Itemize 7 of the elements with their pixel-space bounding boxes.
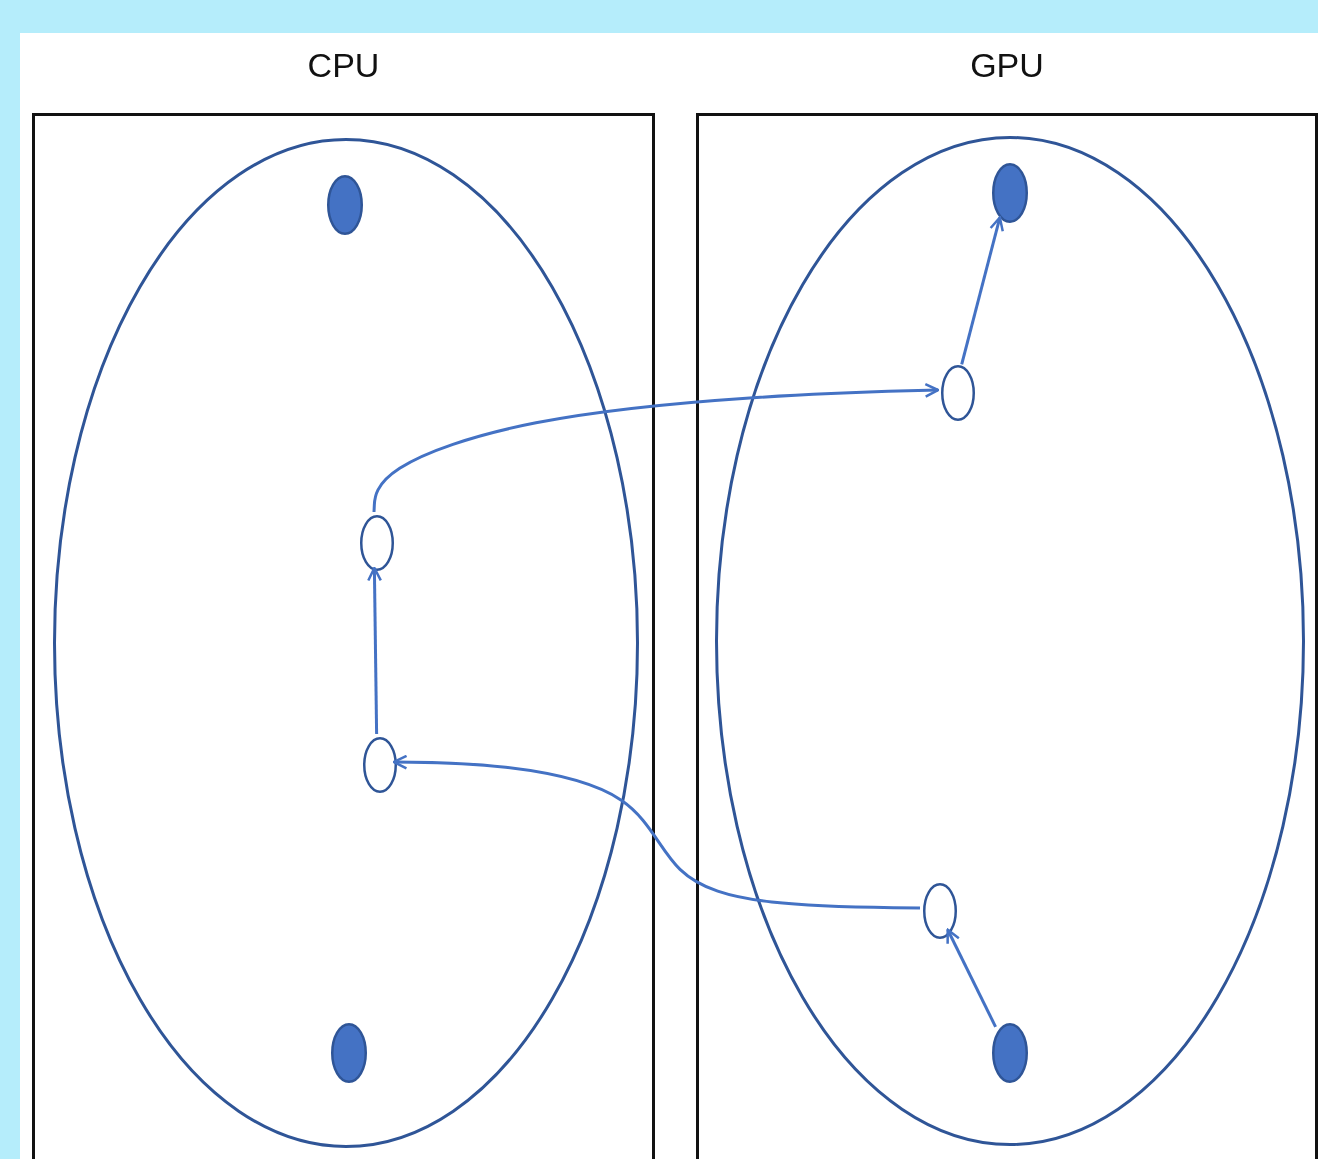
arrow xyxy=(367,566,383,735)
panel-title: GPU xyxy=(970,46,1044,85)
arrow xyxy=(946,928,997,1028)
arrow xyxy=(960,216,1004,365)
panel-title: CPU xyxy=(307,46,380,85)
arrow xyxy=(392,754,920,910)
arrow xyxy=(372,382,940,513)
